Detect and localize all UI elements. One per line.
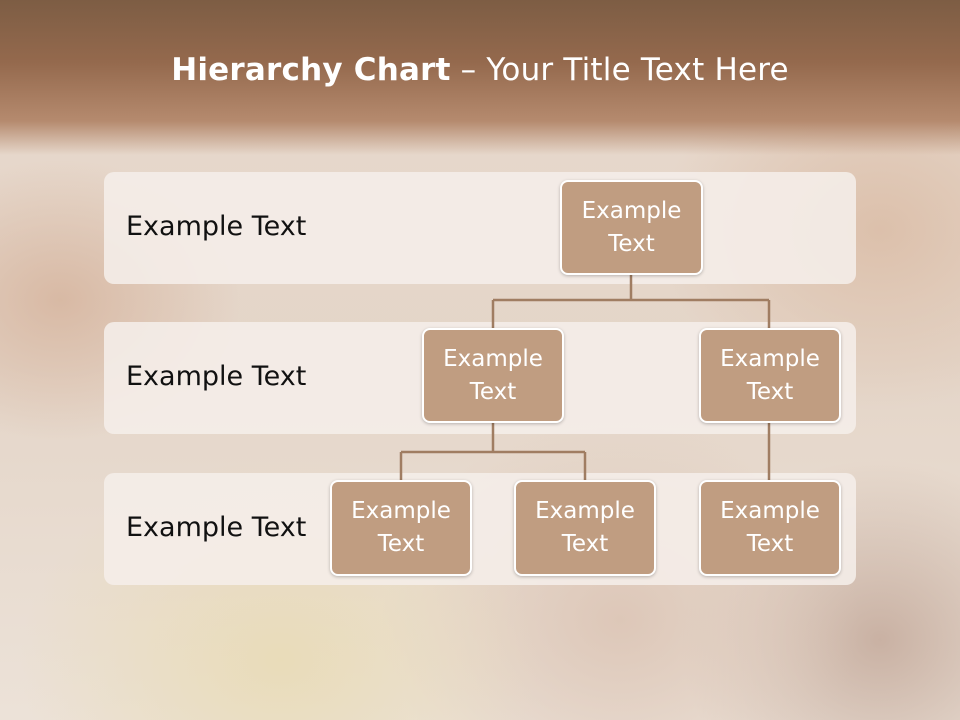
level-label-2: Example Text: [126, 361, 307, 392]
node-level2-left[interactable]: Example Text: [422, 328, 564, 423]
slide-title: Hierarchy Chart – Your Title Text Here: [0, 52, 960, 88]
level-band-1: [104, 172, 856, 284]
node-level3-a[interactable]: Example Text: [330, 480, 472, 576]
title-band: [0, 0, 960, 155]
title-bold: Hierarchy Chart: [171, 52, 451, 88]
connector-root-to-l2: [491, 275, 771, 330]
node-level2-right[interactable]: Example Text: [699, 328, 841, 423]
node-level3-c[interactable]: Example Text: [699, 480, 841, 576]
level-label-1: Example Text: [126, 211, 307, 242]
title-rest: – Your Title Text Here: [450, 52, 789, 88]
connector-l2left-to-l3: [399, 422, 587, 482]
level-label-3: Example Text: [126, 512, 307, 543]
node-root[interactable]: Example Text: [560, 180, 703, 275]
node-level3-b[interactable]: Example Text: [514, 480, 656, 576]
